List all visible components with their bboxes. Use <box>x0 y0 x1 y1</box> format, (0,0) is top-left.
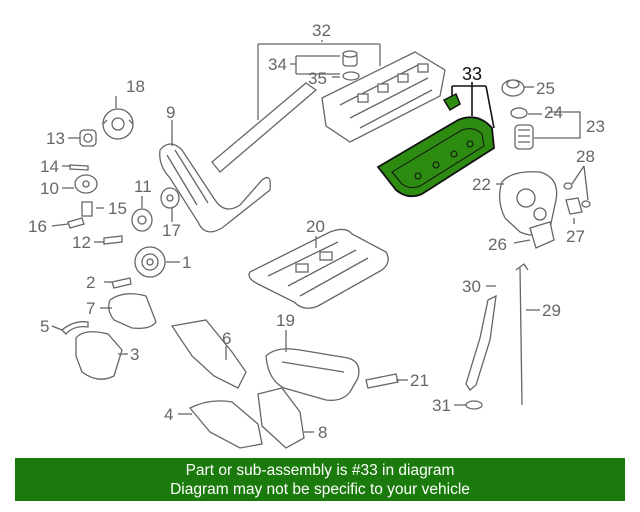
callout-30: 30 <box>462 277 481 296</box>
callout-24: 24 <box>544 103 563 122</box>
grommet-33-highlight[interactable] <box>442 92 461 112</box>
callout-31: 31 <box>432 396 451 415</box>
timing-belt[interactable] <box>159 143 271 233</box>
callout-11: 11 <box>134 177 152 196</box>
oil-filler-cap-25[interactable] <box>501 79 525 97</box>
callout-4: 4 <box>164 405 173 424</box>
bolt-16[interactable] <box>67 217 85 229</box>
callout-34: 34 <box>268 55 287 74</box>
dipstick-29[interactable] <box>515 263 529 406</box>
timing-cover-4[interactable] <box>188 400 263 449</box>
callout-27: 27 <box>566 227 585 246</box>
o-ring-31[interactable] <box>465 400 483 410</box>
crankshaft-pulley-1[interactable] <box>134 246 166 278</box>
seal-28-b[interactable] <box>581 200 591 208</box>
callout-5: 5 <box>40 317 49 336</box>
callout-1: 1 <box>182 253 191 272</box>
seal-24[interactable] <box>510 107 528 119</box>
callout-22: 22 <box>472 175 491 194</box>
callout-18: 18 <box>126 77 145 96</box>
cover-8[interactable] <box>257 387 305 449</box>
cover-3[interactable] <box>75 331 123 380</box>
callout-33: 33 <box>462 64 482 84</box>
callout-9: 9 <box>166 103 175 122</box>
callout-15: 15 <box>108 199 127 218</box>
callout-2: 2 <box>86 273 95 292</box>
bolt-14[interactable] <box>69 164 89 171</box>
callout-21: 21 <box>410 371 429 390</box>
valve-cover-gasket-highlight[interactable] <box>376 116 495 198</box>
callout-10: 10 <box>40 179 59 198</box>
pin-15[interactable] <box>81 201 93 217</box>
callout-28: 28 <box>576 147 595 166</box>
oil-pan-lower[interactable] <box>265 348 360 401</box>
callout-13: 13 <box>46 129 65 148</box>
callout-32: 32 <box>312 21 331 40</box>
idler-pulley-11[interactable] <box>131 208 153 232</box>
callout-6: 6 <box>222 329 231 348</box>
info-banner: Part or sub-assembly is #33 in diagram D… <box>15 458 625 501</box>
parts-diagram: 32 34 35 33 25 24 23 22 28 27 26 29 30 3… <box>28 21 605 449</box>
camshaft-sprocket-18[interactable] <box>102 108 134 140</box>
sender-27[interactable] <box>565 197 583 215</box>
callout-35: 35 <box>308 69 327 88</box>
banner-line-1: Part or sub-assembly is #33 in diagram <box>185 462 455 479</box>
callout-12: 12 <box>72 233 91 252</box>
callout-23: 23 <box>586 117 605 136</box>
callout-29: 29 <box>542 301 561 320</box>
cap-34[interactable] <box>342 50 358 67</box>
callout-25: 25 <box>536 79 555 98</box>
callout-17: 17 <box>162 221 181 240</box>
callout-7: 7 <box>86 299 95 318</box>
oil-filter-23[interactable] <box>514 124 534 150</box>
callout-3: 3 <box>130 345 139 364</box>
callout-14: 14 <box>40 157 59 176</box>
strainer-21[interactable] <box>365 373 399 389</box>
oil-pan-upper[interactable] <box>248 228 389 309</box>
camshaft-cover-strip[interactable] <box>211 82 318 173</box>
cover-26[interactable] <box>529 221 555 249</box>
callout-8: 8 <box>318 423 327 442</box>
callout-20: 20 <box>306 217 325 236</box>
banner-line-2: Diagram may not be specific to your vehi… <box>170 481 470 498</box>
timing-cover-6[interactable] <box>170 319 247 389</box>
leader-lines <box>51 40 589 433</box>
tensioner-13[interactable] <box>79 129 97 147</box>
seal-28-a[interactable] <box>563 182 573 190</box>
bolt-12[interactable] <box>103 235 123 245</box>
bolt-2[interactable] <box>111 277 132 289</box>
seal-ring-35[interactable] <box>342 71 360 81</box>
callout-16: 16 <box>28 217 47 236</box>
callout-19: 19 <box>276 311 295 330</box>
cover-7[interactable] <box>108 293 157 330</box>
cylinder-head-cover[interactable] <box>321 51 446 143</box>
callout-labels: 32 34 35 33 25 24 23 22 28 27 26 29 30 3… <box>28 21 605 442</box>
hose-5[interactable] <box>61 321 89 335</box>
dipstick-tube-30[interactable] <box>465 294 497 391</box>
tensioner-roller-10[interactable] <box>74 174 98 194</box>
callout-26: 26 <box>488 235 507 254</box>
idler-pulley-17[interactable] <box>160 187 180 209</box>
